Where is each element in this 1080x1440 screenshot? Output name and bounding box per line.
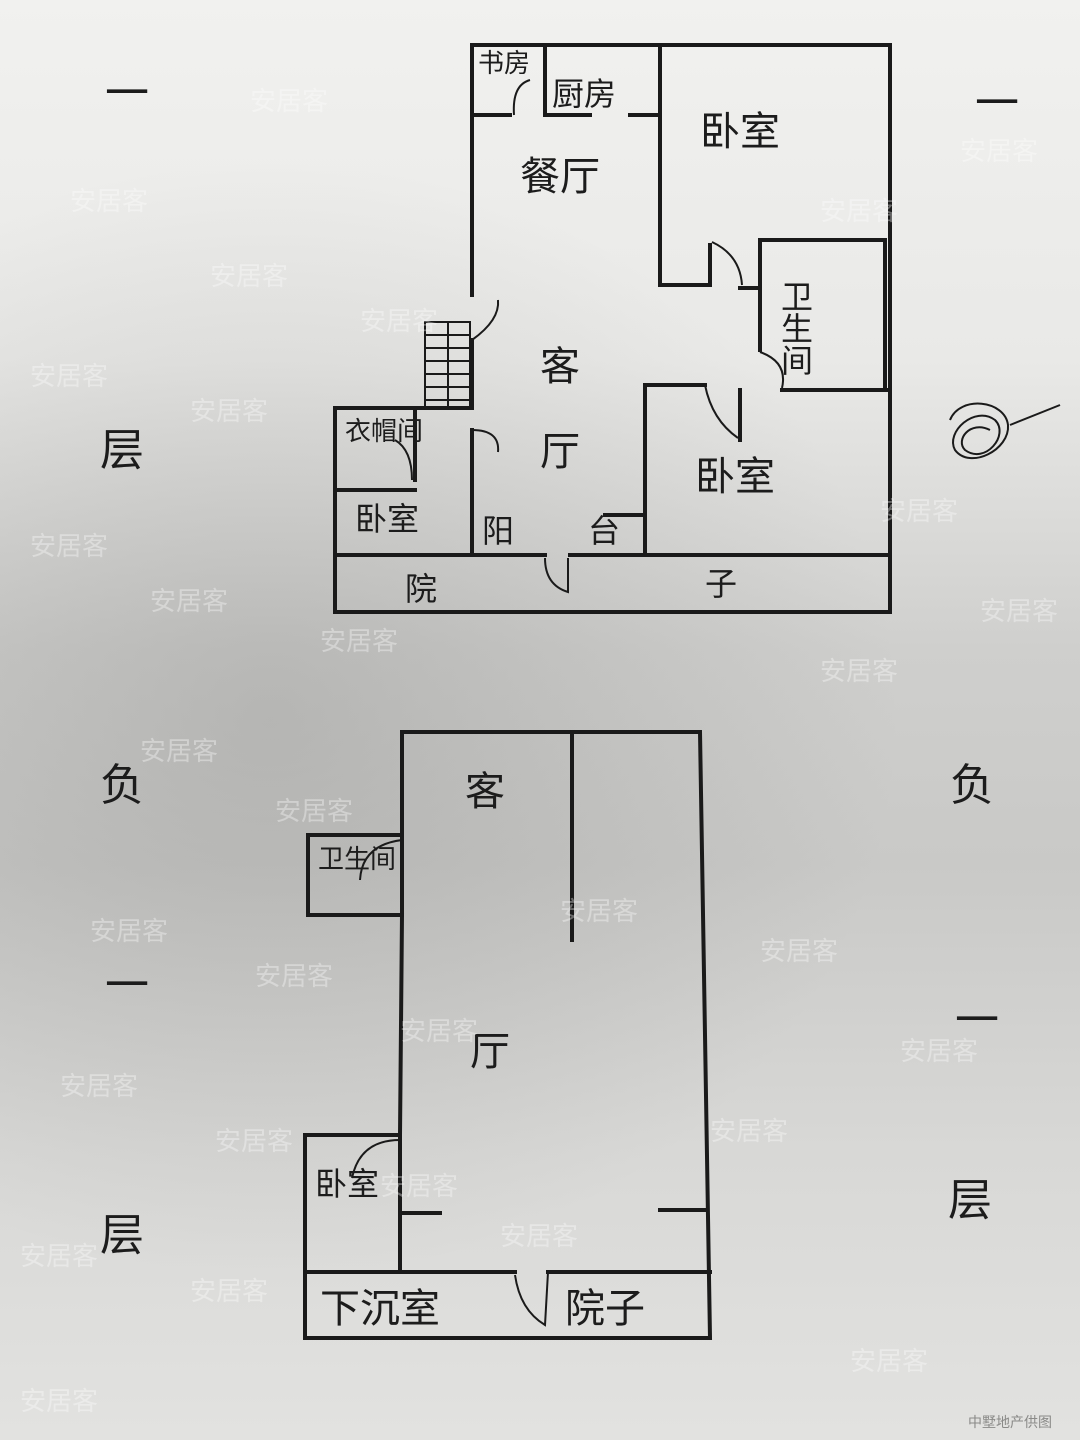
svg-text:安居客: 安居客: [760, 937, 838, 967]
watermark-pattern: 安居客 安居客 安居客 安居客 安居客 安居客 安居客 安居客 安居客 安居客 …: [20, 87, 1058, 1417]
svg-text:安居客: 安居客: [320, 627, 398, 657]
room-label-cloakroom: 衣帽间: [345, 417, 423, 447]
lower-label-living-bottom: 厅: [470, 1029, 510, 1075]
lower-label-yard: 院子: [565, 1286, 645, 1332]
upper-side-right-1: 一: [975, 78, 1019, 129]
svg-text:安居客: 安居客: [30, 362, 108, 392]
svg-text:安居客: 安居客: [820, 197, 898, 227]
lower-side-right-3: 层: [948, 1175, 992, 1226]
svg-text:安居客: 安居客: [850, 1347, 928, 1377]
svg-text:安居客: 安居客: [140, 737, 218, 767]
room-label-bedroom-w: 卧室: [355, 500, 419, 538]
upper-outer-wall: [333, 43, 892, 614]
svg-text:安居客: 安居客: [880, 497, 958, 527]
upper-side-left-2: 层: [100, 425, 144, 476]
svg-text:安居客: 安居客: [960, 137, 1038, 167]
room-label-dining: 餐厅: [520, 154, 600, 200]
svg-text:安居客: 安居客: [30, 532, 108, 562]
svg-text:安居客: 安居客: [190, 1277, 268, 1307]
room-label-balcony-1: 阳: [482, 512, 514, 550]
svg-text:安居客: 安居客: [250, 87, 328, 117]
svg-text:安居客: 安居客: [20, 1387, 98, 1417]
lower-floor-plan: [303, 730, 713, 1340]
svg-text:安居客: 安居客: [820, 657, 898, 687]
lower-label-bathroom: 卫生间: [318, 845, 396, 875]
svg-text:安居客: 安居客: [900, 1037, 978, 1067]
room-label-kitchen: 厨房: [552, 75, 616, 113]
svg-text:安居客: 安居客: [210, 262, 288, 292]
svg-text:安居客: 安居客: [560, 897, 638, 927]
svg-text:安居客: 安居客: [190, 397, 268, 427]
svg-text:安居客: 安居客: [150, 587, 228, 617]
svg-text:安居客: 安居客: [255, 962, 333, 992]
room-label-bedroom-se: 卧室: [695, 454, 775, 500]
svg-text:安居客: 安居客: [500, 1222, 578, 1252]
room-label-bedroom-ne: 卧室: [700, 109, 780, 155]
lower-label-sunken-room: 下沉室: [320, 1286, 440, 1332]
svg-text:安居客: 安居客: [400, 1017, 478, 1047]
room-label-living-bottom: 厅: [540, 429, 580, 475]
svg-text:安居客: 安居客: [980, 597, 1058, 627]
scribble-mark: [949, 402, 1061, 460]
room-label-yard-1: 院: [405, 570, 437, 608]
room-label-balcony-2: 台: [588, 512, 620, 550]
lower-side-left-2: 一: [105, 960, 149, 1011]
lower-side-right-1: 负: [950, 760, 994, 811]
svg-text:安居客: 安居客: [60, 1072, 138, 1102]
svg-text:安居客: 安居客: [215, 1127, 293, 1157]
upper-floor-plan: [333, 43, 892, 614]
stair-symbol: [424, 321, 471, 409]
room-label-yard-2: 子: [705, 565, 737, 603]
svg-text:安居客: 安居客: [275, 797, 353, 827]
lower-outer-wall: [303, 730, 713, 1340]
svg-text:安居客: 安居客: [380, 1172, 458, 1202]
lower-label-bedroom: 卧室: [315, 1165, 379, 1203]
room-label-bathroom: 卫生间: [776, 280, 814, 376]
lower-side-right-2: 一: [955, 995, 999, 1046]
room-label-living-top: 客: [540, 344, 580, 390]
svg-text:安居客: 安居客: [90, 917, 168, 947]
svg-text:安居客: 安居客: [360, 307, 438, 337]
svg-text:安居客: 安居客: [70, 187, 148, 217]
upper-side-left-1: 一: [105, 68, 149, 119]
svg-text:安居客: 安居客: [20, 1242, 98, 1272]
room-label-study: 书房: [478, 49, 530, 79]
svg-text:安居客: 安居客: [710, 1117, 788, 1147]
lower-label-living-top: 客: [465, 769, 505, 815]
image-credit: 中墅地产供图: [968, 1415, 1052, 1431]
lower-side-left-1: 负: [100, 760, 144, 811]
lower-side-left-3: 层: [100, 1210, 144, 1261]
